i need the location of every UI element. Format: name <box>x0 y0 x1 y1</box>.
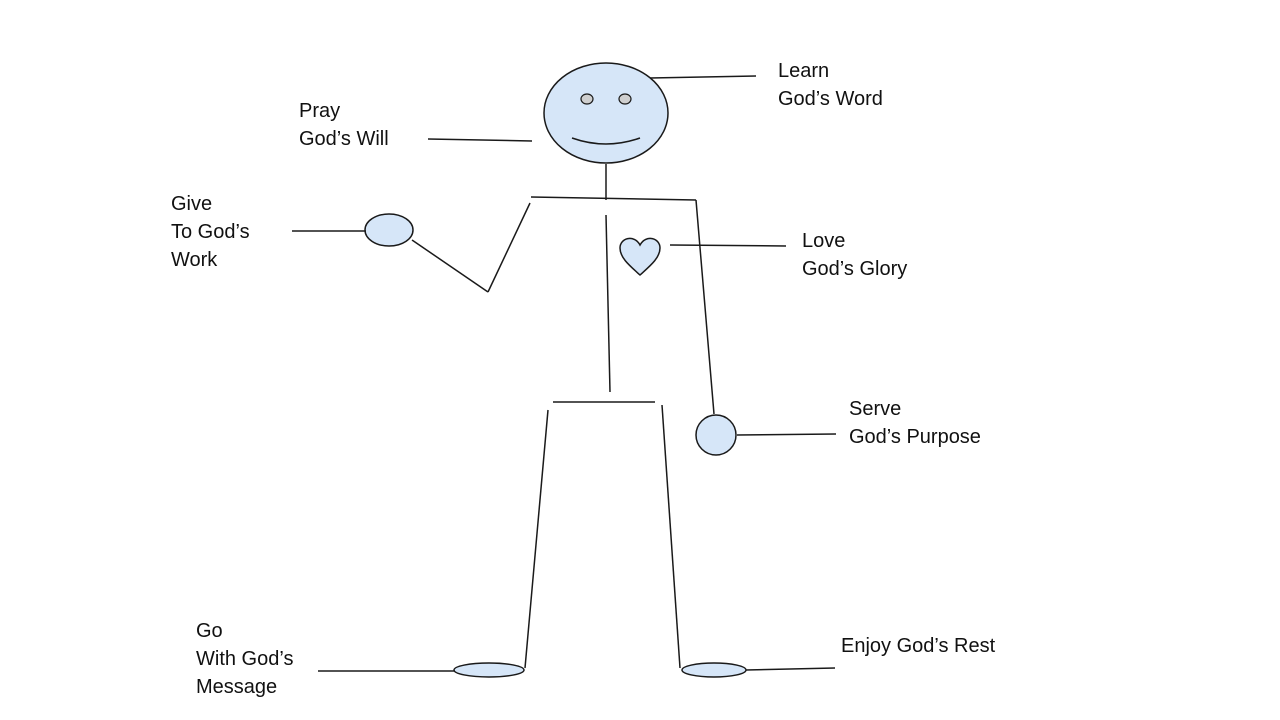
learn-label: Learn God’s Word <box>778 57 883 113</box>
give-label-line3: Work <box>171 249 218 271</box>
enjoy-leader-line <box>745 667 836 671</box>
shoulders <box>530 196 697 201</box>
pray-label-line1: Pray <box>299 100 341 122</box>
head <box>543 62 669 164</box>
learn-label-line1: Learn <box>778 60 830 82</box>
spine <box>605 214 611 393</box>
left-eye <box>580 93 594 105</box>
enjoy-label-line1: Enjoy God’s Rest <box>841 635 996 657</box>
serve-label-line2: God’s Purpose <box>849 426 981 448</box>
give-label-line1: Give <box>171 193 213 215</box>
pray-label: Pray God’s Will <box>299 97 389 153</box>
enjoy-label: Enjoy God’s Rest <box>841 632 995 660</box>
love-leader-line <box>669 244 787 247</box>
love-label: Love God’s Glory <box>802 227 907 283</box>
serve-leader-line <box>736 433 837 436</box>
go-label-line1: Go <box>196 620 223 642</box>
left-foot <box>453 662 525 678</box>
right-arm <box>695 199 715 415</box>
go-label-line2: With God’s <box>196 648 294 670</box>
left-upper-arm <box>487 202 531 293</box>
right-eye <box>618 93 632 105</box>
give-label: Give To God’s Work <box>171 190 250 274</box>
serve-label: Serve God’s Purpose <box>849 395 981 451</box>
love-label-line2: God’s Glory <box>802 258 908 280</box>
learn-label-line2: God’s Word <box>778 88 883 110</box>
right-foot <box>681 662 747 678</box>
left-hand <box>364 213 414 247</box>
smile <box>571 137 641 145</box>
right-hand <box>695 414 737 456</box>
serve-label-line1: Serve <box>849 398 902 420</box>
heart-icon <box>619 237 661 277</box>
left-leg <box>524 409 549 669</box>
give-label-line2: To God’s <box>171 221 250 243</box>
left-forearm <box>411 239 489 293</box>
pray-label-line2: God’s Will <box>299 128 389 150</box>
right-leg <box>661 404 681 669</box>
love-label-line1: Love <box>802 230 846 252</box>
go-label-line3: Message <box>196 676 278 698</box>
pray-leader-line <box>427 138 533 142</box>
learn-leader-line <box>649 75 757 79</box>
go-label: Go With God’s Message <box>196 617 293 701</box>
